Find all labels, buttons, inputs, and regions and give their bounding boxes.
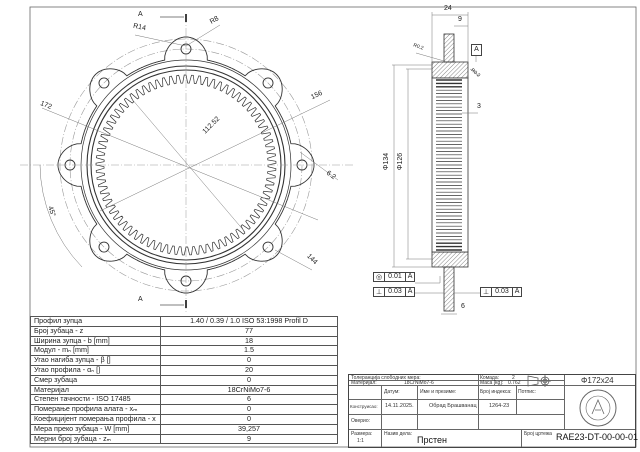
param-label: Мерни број зубаца - zₘ — [30, 433, 161, 445]
param-value: 0 — [160, 404, 338, 415]
tolerance-label: Толеранција слободних мера: — [351, 375, 421, 381]
dim-d134: Φ134 — [383, 152, 391, 171]
param-label: Мера преко зубаца - W [mm] — [30, 423, 161, 435]
gdt-value: 0.03 — [492, 287, 513, 297]
dim-9: 9 — [458, 16, 462, 23]
flange-bottom-section — [443, 266, 455, 312]
gdt-datum: A — [512, 287, 523, 297]
param-value: 0 — [160, 413, 338, 425]
param-label: Профил зупца — [30, 316, 161, 327]
dim-d126: Φ126 — [397, 152, 405, 171]
gdt-concentricity-frame: ◎ 0.01 A — [373, 272, 416, 282]
material-label: Материјал: — [351, 380, 377, 386]
gdt-perpendicularity-frame-right: ⊥ 0.03 A — [480, 287, 523, 297]
mass-label: Маса [kg]: — [480, 380, 504, 386]
param-label: Померање профила алата - xₘ — [30, 404, 161, 415]
table-row: Угао профила - αₙ []20 — [30, 364, 338, 376]
body-top-section — [431, 61, 469, 79]
bolt-hole — [98, 77, 110, 89]
dimension-lines — [39, 24, 339, 271]
date-value: 14.11.2025. — [385, 403, 414, 409]
university-seal-logo — [579, 389, 617, 427]
datum-a-box: A — [471, 44, 482, 56]
scale-value: 1:1 — [357, 438, 364, 444]
param-value: 77 — [160, 325, 338, 337]
index-value: 1264-23 — [489, 403, 510, 409]
name-label: Име и презиме: — [420, 389, 457, 395]
param-label: Угао профила - αₙ [] — [30, 364, 161, 376]
section-label-bottom: A — [138, 296, 143, 303]
gdt-value: 0.01 — [385, 272, 406, 282]
sheet-border — [29, 6, 637, 448]
overall-dimensions: Φ172x24 — [581, 376, 614, 385]
gdt-value: 0.03 — [385, 287, 406, 297]
gdt-perpendicularity-frame-left: ⊥ 0.03 A — [373, 287, 416, 297]
concentricity-icon: ◎ — [373, 272, 386, 282]
checked-by-label: Оверио: — [351, 418, 371, 424]
gdt-datum: A — [405, 272, 416, 282]
dim-3: 3 — [477, 103, 481, 110]
designer-name: Обрад Брашванац — [429, 403, 477, 409]
drawing-number: RAE23-DT-00-00-01 — [556, 432, 639, 442]
side-view — [392, 12, 481, 315]
body-bottom-section — [431, 251, 469, 268]
perpendicularity-icon: ⊥ — [480, 287, 493, 297]
quantity-value: 2 — [512, 375, 515, 381]
drawing-number-label: Број цртежа — [524, 431, 552, 437]
param-label: Угао нагиба зупца - β [] — [30, 355, 161, 366]
section-label-top: A — [138, 11, 143, 18]
param-value: 0 — [160, 374, 338, 386]
title-block: Толеранција слободних мера: Материјал: 1… — [348, 374, 639, 448]
signature-label: Потпис: — [518, 389, 536, 395]
param-label: Коефицијент померања профила - x — [30, 413, 161, 425]
part-name-label: Назив дела: — [384, 431, 413, 437]
dim-6: 6 — [461, 303, 465, 310]
material-value: 18CrNiMo7-6 — [404, 380, 434, 386]
bolt-hole — [98, 241, 110, 253]
flange-top-section — [443, 33, 455, 63]
front-view — [20, 14, 355, 312]
param-value: 20 — [160, 364, 338, 376]
perpendicularity-icon: ⊥ — [373, 287, 386, 297]
gdt-datum: A — [405, 287, 416, 297]
projection-symbol-icon — [527, 375, 551, 387]
side-teeth-lines — [436, 79, 462, 251]
designed-by-label: Конструисао: — [350, 404, 378, 409]
param-value: 39,257 — [160, 423, 338, 435]
param-value: 9 — [160, 433, 338, 445]
mass-value: 0.762 — [508, 380, 521, 386]
param-label: Смер зубаца — [30, 374, 161, 386]
param-label: Број зубаца - z — [30, 325, 161, 337]
dim-24: 24 — [444, 5, 452, 12]
param-value: 0 — [160, 355, 338, 366]
bolt-hole — [262, 241, 274, 253]
scale-label: Размера: — [351, 431, 373, 437]
table-row: Мера преко зубаца - W [mm]39,257 — [30, 423, 338, 435]
param-value: 1.40 / 0.39 / 1.0 ISO 53:1998 Profil D — [160, 316, 338, 327]
table-row: Угао нагиба зупца - β []0 — [30, 355, 338, 366]
side-dimension-lines — [392, 12, 481, 315]
part-name: Прстен — [417, 435, 447, 445]
quantity-label: Комада: — [480, 375, 499, 381]
index-label: Број индекса: — [480, 389, 512, 395]
bolt-hole — [262, 77, 274, 89]
date-label: Датум: — [384, 389, 400, 395]
flange-outline — [57, 36, 315, 294]
